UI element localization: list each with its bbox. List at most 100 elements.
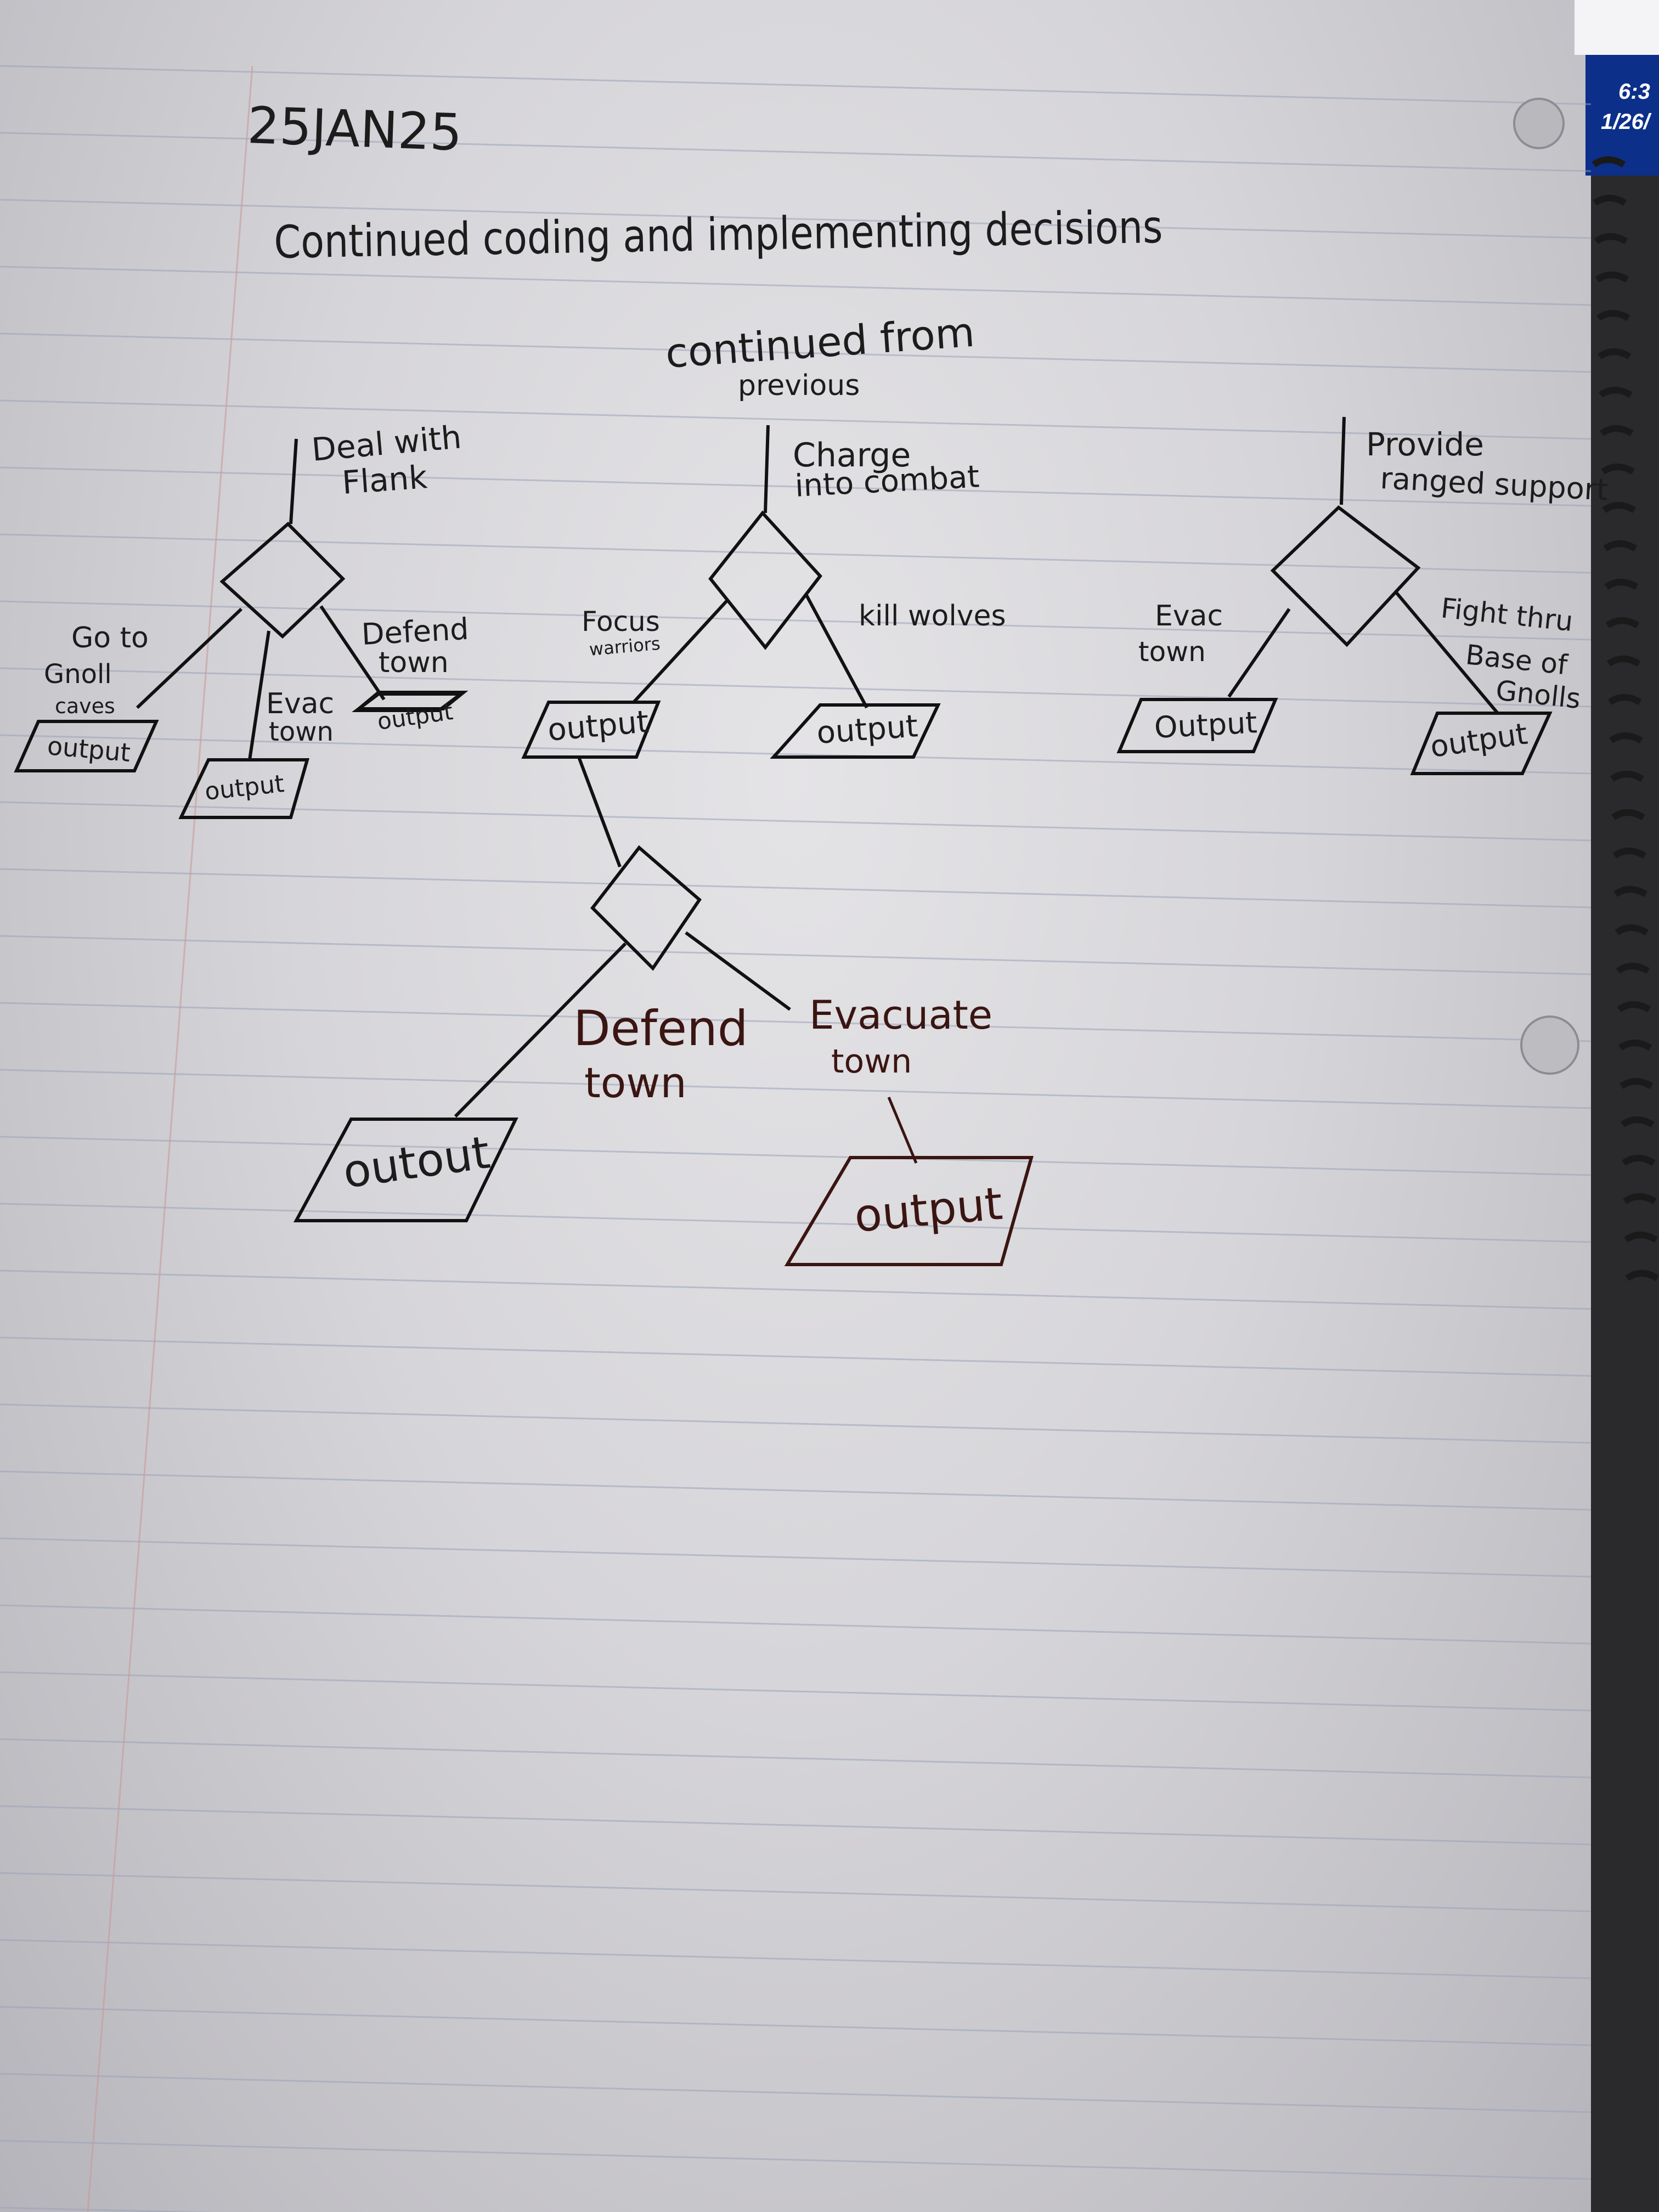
- ruled-line: [0, 600, 1592, 641]
- ruled-line: [0, 1805, 1592, 1846]
- ruled-line: [0, 801, 1592, 842]
- ruled-line: [0, 1136, 1592, 1176]
- continued-note-line2: previous: [738, 369, 860, 402]
- output-parallelogram: [293, 1118, 518, 1222]
- output-label: output: [204, 770, 286, 806]
- tree-charge-into-combat: [521, 425, 941, 759]
- label-town: town: [379, 646, 449, 679]
- ruled-line: [0, 935, 1592, 975]
- decision-diamond: [1270, 505, 1421, 647]
- spiral-coil: [1604, 579, 1639, 590]
- ruled-line: [0, 2207, 216, 2212]
- spiral-coil: [1620, 1116, 1655, 1128]
- root-charge-line1: Charge: [793, 436, 911, 475]
- ruled-line: [0, 1403, 1592, 1444]
- label-defend: Defend: [573, 1000, 748, 1057]
- punch-hole-top: [1513, 98, 1565, 149]
- clock-time: 6:3: [1618, 80, 1650, 104]
- margin-line: [87, 65, 253, 2212]
- output-parallelogram: [770, 703, 941, 759]
- ruled-line: [0, 1738, 1592, 1779]
- spiral-coil: [1596, 310, 1630, 321]
- output-label: output: [46, 731, 132, 768]
- ruled-line: [0, 1939, 1592, 1979]
- output-label: outout: [340, 1126, 493, 1198]
- label-town: town: [831, 1042, 912, 1081]
- ruled-line: [0, 1336, 1592, 1377]
- output-label: output: [815, 708, 919, 751]
- output-parallelogram: [1116, 698, 1278, 753]
- ruled-line: [0, 1203, 1592, 1243]
- tree-provide-ranged-support: [1116, 416, 1553, 775]
- ruled-line: [0, 1537, 1592, 1578]
- label-focus: Focus: [582, 606, 660, 637]
- ruled-line: [0, 399, 1592, 440]
- spiral-coil: [1611, 809, 1645, 821]
- label-base-of: Base of: [1464, 639, 1570, 681]
- ruled-line: [0, 1002, 1592, 1042]
- ruled-line: [0, 1671, 1592, 1712]
- ruled-line: [0, 734, 1592, 775]
- output-parallelogram-ink: [784, 1156, 1034, 1266]
- output-label: output: [376, 698, 455, 735]
- ruled-line: [0, 667, 1592, 708]
- ruled-line: [0, 65, 1592, 105]
- label-defend: Defend: [360, 612, 470, 652]
- output-parallelogram: [1410, 712, 1553, 775]
- ruled-line: [0, 199, 1592, 239]
- spiral-coil: [1606, 656, 1641, 667]
- label-evac: Evac: [266, 687, 334, 720]
- spiral-coil: [1597, 348, 1632, 360]
- label-gnolls: Gnolls: [1494, 674, 1582, 715]
- label-evacuate: Evacuate: [809, 992, 992, 1038]
- spiral-coil: [1623, 1193, 1657, 1205]
- decision-diamond: [219, 521, 346, 639]
- label-town: town: [269, 716, 334, 747]
- ruled-line: [0, 1604, 1592, 1645]
- spiral-coil: [1593, 195, 1627, 206]
- output-label: Output: [1153, 705, 1258, 745]
- ruled-line: [0, 1872, 1592, 1912]
- monitor-clock-panel: 6:3 1/26/: [1585, 55, 1659, 176]
- label-evac: Evac: [1155, 600, 1223, 633]
- root-ranged-line1: Provide: [1366, 426, 1484, 463]
- spiral-coil: [1595, 272, 1629, 283]
- spiral-coil: [1610, 771, 1644, 782]
- label-town: town: [584, 1058, 687, 1107]
- notebook-page: [0, 0, 1591, 2212]
- output-label: output: [852, 1178, 1005, 1243]
- continued-note-line1: continued from: [664, 309, 976, 377]
- label-caves: caves: [55, 694, 115, 718]
- output-label: output: [1428, 716, 1530, 764]
- ruled-line: [0, 2140, 1592, 2180]
- page-title: Continued coding and implementing decisi…: [274, 201, 1163, 269]
- background-window: [1575, 0, 1659, 55]
- spiral-coil: [1594, 233, 1628, 245]
- ruled-lines: [0, 65, 1592, 2212]
- ruled-line: [0, 2006, 1592, 2046]
- spiral-coil: [1602, 502, 1636, 514]
- spiral-coil: [1618, 1040, 1652, 1051]
- ruled-line: [0, 132, 1592, 172]
- spiral-coil: [1603, 540, 1638, 552]
- tree-sub-decision: [293, 756, 791, 1222]
- output-parallelogram: [521, 701, 661, 759]
- label-fight-thru: Fight thru: [1440, 592, 1575, 637]
- spiral-binding: [1592, 156, 1659, 1282]
- spiral-coil: [1605, 617, 1640, 629]
- output-label: output: [546, 704, 651, 748]
- decision-diamond: [590, 845, 702, 971]
- spiral-coil: [1600, 425, 1634, 437]
- spiral-coil: [1607, 694, 1642, 706]
- connector-ink: [887, 1097, 918, 1164]
- root-ranged-line2: ranged support: [1379, 461, 1609, 507]
- ruled-line: [0, 332, 1592, 373]
- spiral-coil: [1625, 1270, 1659, 1282]
- ruled-line: [0, 868, 1592, 909]
- ruled-line: [0, 466, 1592, 507]
- spiral-coil: [1617, 1001, 1651, 1013]
- ruled-line: [0, 2073, 1592, 2113]
- spiral-coil: [1622, 1155, 1656, 1166]
- ruled-line: [0, 1269, 1592, 1310]
